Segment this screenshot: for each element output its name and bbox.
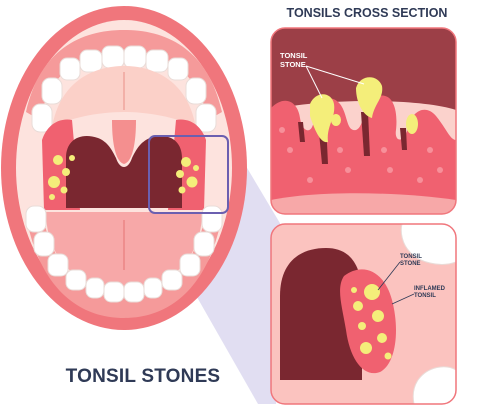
upper-gum (26, 30, 222, 120)
zoomed-stones (351, 284, 392, 360)
right-tonsil-stones (176, 157, 199, 194)
upper-teeth (31, 45, 217, 133)
main-title: TONSIL STONES (65, 366, 221, 387)
tissue-dots (279, 127, 443, 183)
label-inflamed-tonsil: INFLAMED TONSIL (414, 286, 447, 299)
tonsil-stone-callout (305, 65, 365, 99)
open-mouth-illustration (1, 6, 247, 330)
zoomed-tonsil-panel (271, 224, 456, 404)
cross-section-stones (310, 77, 418, 143)
zoomed-inflamed-tonsil (340, 269, 396, 374)
lower-gum (26, 212, 222, 318)
lower-teeth (25, 205, 223, 303)
left-tonsil-stones (48, 155, 75, 200)
uvula (112, 120, 136, 164)
cross-section-title: TONSILS CROSS SECTION (286, 6, 448, 20)
cross-section-panel (271, 28, 456, 214)
label-tonsil-stone-top: TONSIL STONE (280, 51, 309, 69)
throat (66, 136, 182, 208)
label-tonsil-stone-zoom: TONSIL STONE (400, 254, 423, 267)
zoomed-throat (280, 248, 362, 380)
tonsil-highlight-box (148, 135, 229, 214)
zoomed-teeth (400, 224, 456, 404)
